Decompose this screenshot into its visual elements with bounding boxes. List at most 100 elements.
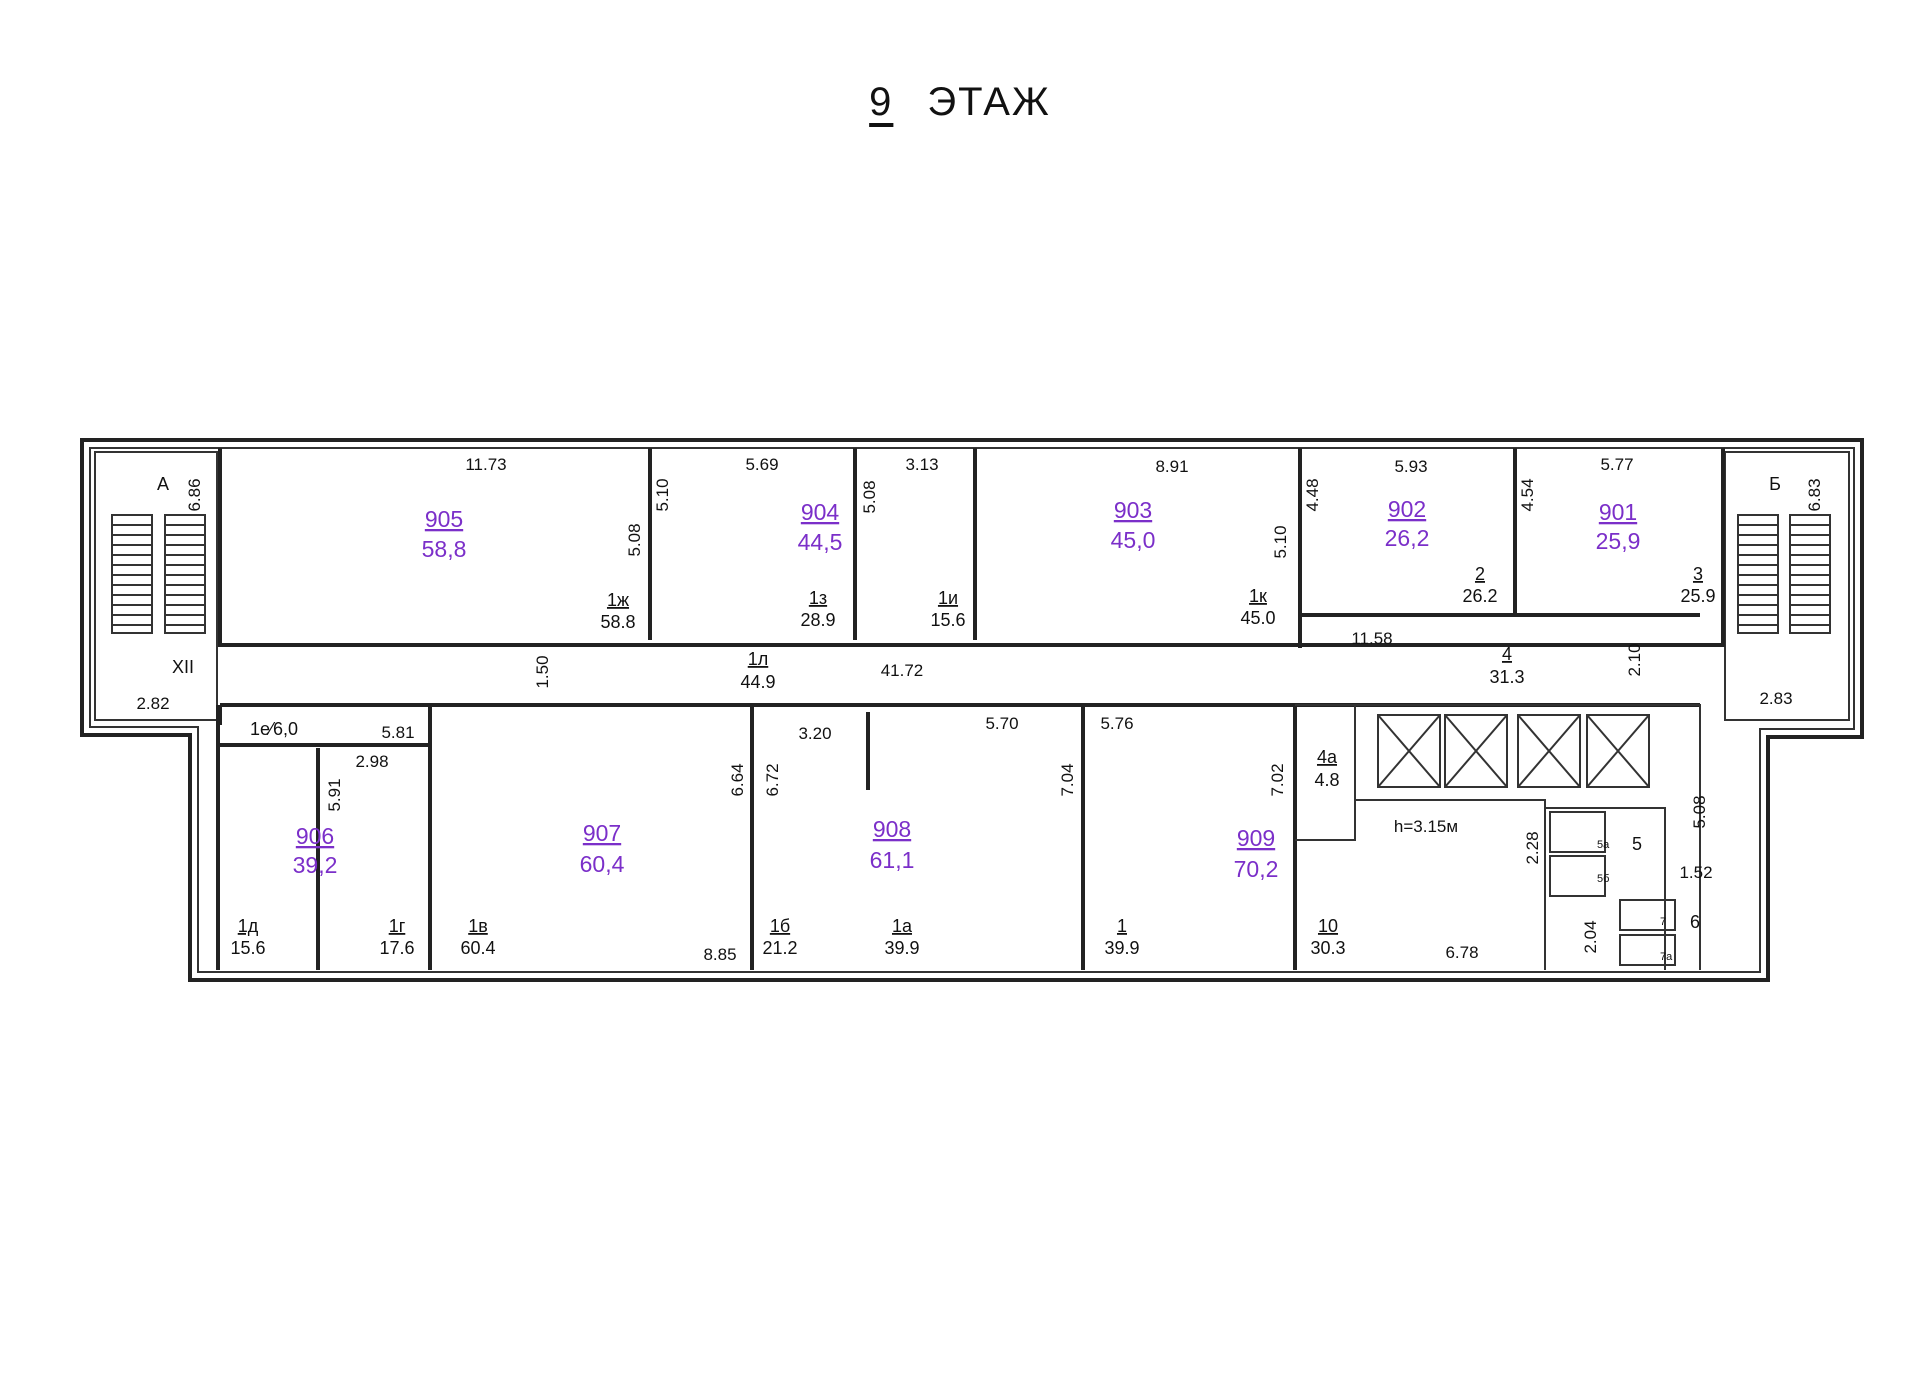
room-1e-label: 1е⁄6,0 [250, 719, 298, 739]
svg-text:2.04: 2.04 [1581, 920, 1600, 953]
office-909[interactable]: 909 70,2 [1234, 825, 1279, 882]
office-903[interactable]: 903 45,0 [1111, 497, 1156, 553]
office-number: 902 [1388, 496, 1426, 522]
room-6: 6 [1690, 912, 1700, 932]
svg-text:1л: 1л [748, 649, 769, 669]
svg-text:30.3: 30.3 [1310, 938, 1345, 958]
svg-text:3: 3 [1693, 564, 1703, 584]
room-5b: 5б [1597, 873, 1609, 885]
svg-text:45.0: 45.0 [1240, 608, 1275, 628]
svg-text:39.9: 39.9 [1104, 938, 1139, 958]
office-number: 904 [801, 499, 840, 525]
svg-text:60.4: 60.4 [460, 938, 495, 958]
svg-text:6.78: 6.78 [1445, 943, 1478, 962]
office-904[interactable]: 904 44,5 [798, 499, 843, 555]
svg-text:8.85: 8.85 [703, 945, 736, 964]
office-907[interactable]: 907 60,4 [580, 820, 625, 877]
svg-text:1.52: 1.52 [1679, 863, 1712, 882]
room-1: 139.9 [1104, 916, 1139, 958]
stairwell-a [94, 451, 218, 721]
svg-text:6.64: 6.64 [728, 763, 747, 796]
stairwell-b-label: Б [1769, 474, 1781, 494]
svg-text:1и: 1и [938, 588, 958, 608]
svg-text:1б: 1б [770, 916, 790, 936]
svg-text:6.86: 6.86 [185, 478, 204, 511]
stairs-b-icon [1737, 514, 1831, 634]
office-906[interactable]: 906 39,2 [293, 823, 338, 878]
svg-text:5.10: 5.10 [653, 478, 672, 511]
room-2: 226.2 [1462, 564, 1497, 606]
svg-text:5.91: 5.91 [325, 778, 344, 811]
svg-text:7.04: 7.04 [1058, 763, 1077, 796]
svg-text:2.10: 2.10 [1625, 643, 1644, 676]
svg-text:1ж: 1ж [607, 590, 629, 610]
north-offices-walls [218, 448, 1725, 648]
axis-label: XII [172, 657, 194, 677]
svg-text:39.9: 39.9 [884, 938, 919, 958]
svg-text:3.20: 3.20 [798, 724, 831, 743]
office-area: 26,2 [1385, 525, 1430, 551]
svg-text:1к: 1к [1249, 586, 1267, 606]
svg-text:6.83: 6.83 [1805, 478, 1824, 511]
outer-wall-inner [89, 447, 1855, 973]
office-905[interactable]: 905 58,8 [422, 506, 467, 562]
svg-text:15.6: 15.6 [230, 938, 265, 958]
svg-text:2.83: 2.83 [1759, 689, 1792, 708]
svg-text:25.9: 25.9 [1680, 586, 1715, 606]
svg-text:4.54: 4.54 [1518, 478, 1537, 511]
office-area: 70,2 [1234, 856, 1279, 882]
svg-text:28.9: 28.9 [800, 610, 835, 630]
svg-text:1д: 1д [238, 916, 259, 936]
svg-text:15.6: 15.6 [930, 610, 965, 630]
svg-text:2.82: 2.82 [136, 694, 169, 713]
stairwell-a-label: А [157, 474, 169, 494]
stairs-a-icon [111, 514, 206, 634]
svg-text:26.2: 26.2 [1462, 586, 1497, 606]
svg-text:2.98: 2.98 [355, 752, 388, 771]
room-1l: 1л 44.9 [740, 649, 775, 692]
svg-text:1: 1 [1117, 916, 1127, 936]
svg-text:3.13: 3.13 [905, 455, 938, 474]
office-number: 907 [583, 820, 621, 846]
svg-text:4а: 4а [1317, 747, 1338, 767]
office-number: 903 [1114, 497, 1152, 523]
floor-number: 9 [869, 80, 894, 124]
svg-text:2: 2 [1475, 564, 1485, 584]
svg-text:5.70: 5.70 [985, 714, 1018, 733]
office-area: 60,4 [580, 851, 625, 877]
office-number: 906 [296, 823, 334, 849]
svg-text:58.8: 58.8 [600, 612, 635, 632]
office-area: 25,9 [1596, 528, 1641, 554]
room-7a: 7а [1660, 951, 1673, 963]
office-area: 58,8 [422, 536, 467, 562]
svg-text:1а: 1а [892, 916, 913, 936]
svg-text:5.81: 5.81 [381, 723, 414, 742]
room-4a: 4а4.8 [1314, 747, 1339, 790]
office-902[interactable]: 902 26,2 [1385, 496, 1430, 551]
office-901[interactable]: 901 25,9 [1596, 499, 1641, 554]
svg-text:17.6: 17.6 [379, 938, 414, 958]
svg-text:6.72: 6.72 [763, 763, 782, 796]
office-area: 44,5 [798, 529, 843, 555]
svg-text:5.77: 5.77 [1600, 455, 1633, 474]
room-5a: 5а [1597, 839, 1610, 851]
svg-text:1в: 1в [468, 916, 488, 936]
office-908[interactable]: 908 61,1 [870, 816, 915, 873]
dimension-labels: 11.73 5.69 3.13 8.91 5.93 5.77 6.86 6.83… [136, 455, 1824, 964]
outer-wall [80, 438, 1864, 982]
svg-text:44.9: 44.9 [740, 672, 775, 692]
svg-text:1з: 1з [809, 588, 827, 608]
svg-text:10: 10 [1318, 916, 1338, 936]
office-area: 39,2 [293, 852, 338, 878]
svg-text:4.8: 4.8 [1314, 770, 1339, 790]
svg-text:5.08: 5.08 [860, 480, 879, 513]
svg-text:7.02: 7.02 [1268, 763, 1287, 796]
